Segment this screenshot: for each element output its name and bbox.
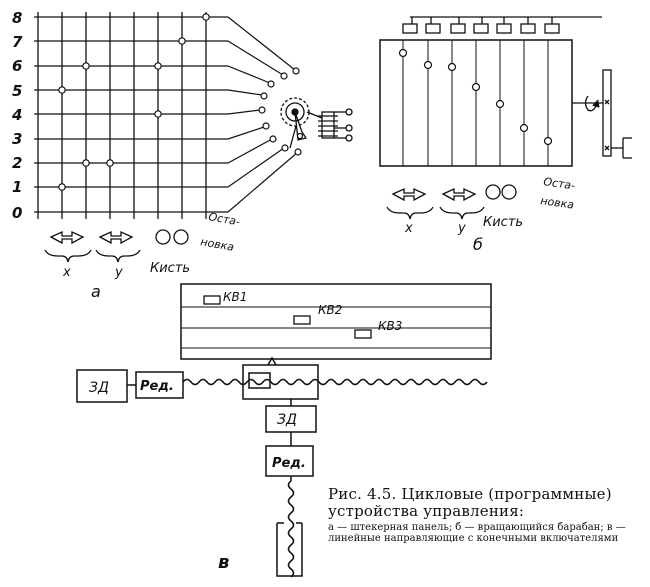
mode-label-x: х bbox=[404, 221, 413, 236]
row-label-5: 5 bbox=[12, 82, 22, 100]
panel-a-mode-symbols bbox=[44, 229, 189, 263]
label-kv1: КВ1 bbox=[223, 290, 247, 304]
plug bbox=[202, 13, 210, 21]
reducer-label-2: Ред. bbox=[272, 456, 306, 471]
plug bbox=[154, 62, 162, 70]
row-label-6: 6 bbox=[12, 57, 22, 75]
limit-switch-labels: КВ1 КВ2 КВ3 bbox=[223, 290, 402, 333]
mode-label-stop-2: новка bbox=[540, 194, 576, 212]
panel-a-plugboard: 8 7 6 5 4 3 2 1 0 bbox=[11, 9, 353, 301]
mode-label-stop-2: новка bbox=[199, 235, 235, 254]
mode-label-stop-1: Оста- bbox=[207, 210, 241, 228]
motor-box bbox=[76, 369, 128, 403]
stepping-switch-coil bbox=[306, 108, 353, 142]
reducer-box-2 bbox=[265, 445, 314, 477]
drum-cams bbox=[398, 48, 553, 146]
plug bbox=[106, 159, 114, 167]
limit-switch-kv2 bbox=[293, 315, 311, 325]
caption-legend: а — штекерная панель; б — вращающийся ба… bbox=[328, 522, 626, 544]
figure-caption: Рис. 4.5. Цикловые (программные) устройс… bbox=[328, 485, 638, 545]
reducer-label: Ред. bbox=[140, 379, 174, 394]
panel-v-linear-guides: КВ1 КВ2 КВ3 ЗД Ред. ЗД Ре bbox=[76, 283, 492, 578]
plug bbox=[154, 110, 162, 118]
mode-label-x: х bbox=[62, 265, 71, 280]
stepping-switch-contacts bbox=[258, 67, 302, 156]
motor-label: ЗД bbox=[89, 380, 109, 396]
mode-label-brush: Кисть bbox=[150, 261, 190, 276]
stepping-switch-ratchet bbox=[280, 97, 310, 149]
plug bbox=[178, 37, 186, 45]
row-label-1: 1 bbox=[12, 178, 22, 196]
mode-label-stop-1: Оста- bbox=[543, 175, 576, 192]
limit-switches bbox=[203, 295, 372, 339]
motor-label-2: ЗД bbox=[277, 412, 297, 428]
guides-frame bbox=[180, 283, 492, 360]
plug bbox=[82, 159, 90, 167]
limit-switch-kv1 bbox=[203, 295, 221, 305]
plugboard-plugs bbox=[58, 13, 210, 191]
carriage bbox=[242, 356, 319, 400]
limit-switch-kv3 bbox=[354, 329, 372, 339]
panel-b-letter: б bbox=[473, 235, 483, 254]
panel-b-mode-labels: х у Кисть Оста- новка bbox=[404, 175, 576, 236]
panel-b-mode-symbols bbox=[386, 184, 517, 220]
plugboard-wiring bbox=[227, 16, 299, 213]
mode-label-y: у bbox=[114, 265, 123, 280]
row-label-4: 4 bbox=[11, 106, 22, 124]
label-kv3: КВ3 bbox=[378, 319, 402, 333]
row-label-8: 8 bbox=[12, 9, 22, 27]
motor-reducer-horizontal bbox=[76, 369, 184, 403]
panel-a-row-labels: 8 7 6 5 4 3 2 1 0 bbox=[11, 9, 23, 222]
row-label-0: 0 bbox=[12, 204, 22, 222]
plug bbox=[58, 183, 66, 191]
row-label-7: 7 bbox=[12, 33, 23, 51]
lead-screws bbox=[182, 378, 488, 578]
row-label-3: 3 bbox=[12, 130, 22, 148]
panel-a-letter: а bbox=[91, 282, 101, 301]
motor-reducer-vertical bbox=[265, 399, 317, 577]
mode-label-brush: Кисть bbox=[483, 215, 523, 230]
reducer-box bbox=[135, 371, 184, 399]
caption-title: Рис. 4.5. Цикловые (программные) устройс… bbox=[328, 485, 612, 520]
drum-body bbox=[379, 39, 573, 167]
drum-terminals bbox=[402, 16, 602, 34]
plug bbox=[82, 62, 90, 70]
label-kv2: КВ2 bbox=[318, 303, 342, 317]
panel-b-drum: х у Кисть Оста- новка б bbox=[379, 16, 632, 254]
plug bbox=[58, 86, 66, 94]
drum-shaft-drive bbox=[572, 69, 632, 159]
mode-label-y: у bbox=[457, 221, 466, 236]
panel-v-letter: в bbox=[218, 552, 229, 573]
motor-box-2 bbox=[265, 405, 317, 433]
panel-a-mode-labels: х у Кисть Оста- новка bbox=[62, 210, 241, 280]
row-label-2: 2 bbox=[12, 154, 22, 172]
